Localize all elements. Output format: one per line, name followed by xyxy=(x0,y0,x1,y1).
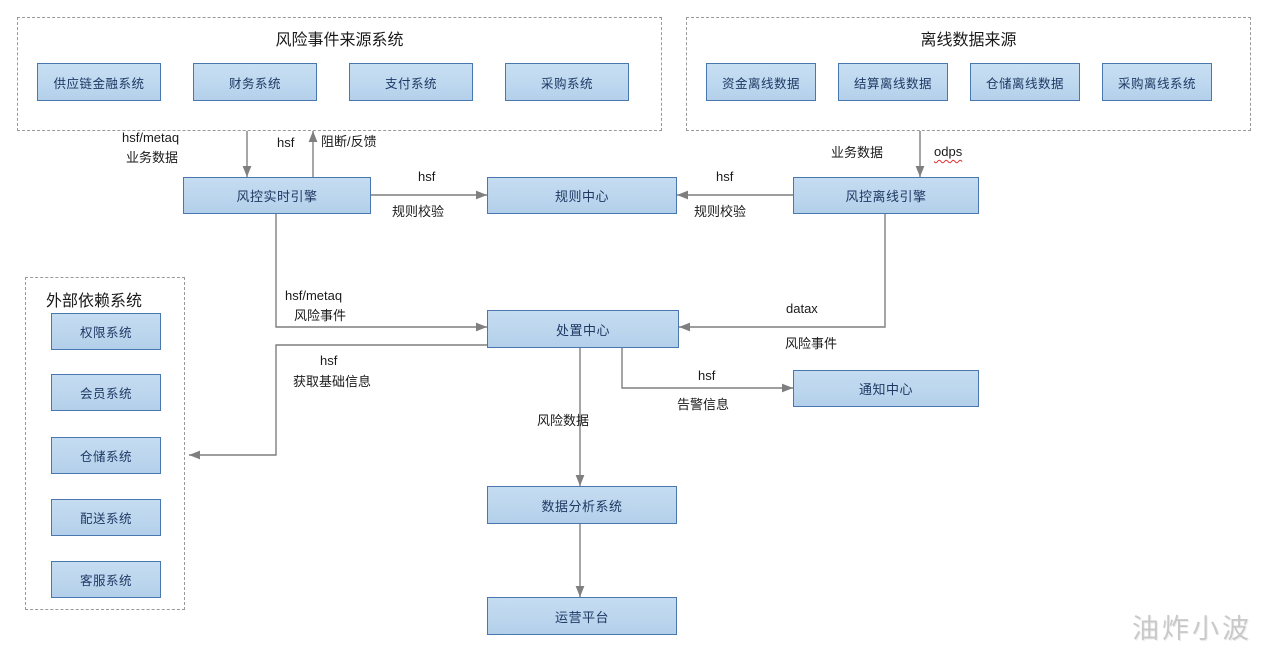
edge-offline-to-disposal xyxy=(679,214,886,332)
edge-label-realtime-to-sources-action: 阻断/反馈 xyxy=(321,134,377,149)
node-procurement-system[interactable]: 采购系统 xyxy=(505,63,629,101)
node-notify-center[interactable]: 通知中心 xyxy=(793,370,979,407)
edge-label-disposal-to-dependency-action: 获取基础信息 xyxy=(293,374,372,389)
node-payment-system[interactable]: 支付系统 xyxy=(349,63,473,101)
edge-label-offline-to-disposal-payload: 风险事件 xyxy=(785,336,838,351)
node-ops-platform[interactable]: 运营平台 xyxy=(487,597,677,635)
node-realtime-engine[interactable]: 风控实时引擎 xyxy=(183,177,371,214)
edge-label-offline-to-rule-action: 规则校验 xyxy=(694,204,747,219)
edge-label-sources-to-realtime-payload: 业务数据 xyxy=(126,150,179,165)
edge-label-disposal-to-notify-protocol: hsf xyxy=(698,368,716,383)
node-warehouse-offline-data[interactable]: 仓储离线数据 xyxy=(970,63,1080,101)
edge-label-offline-sources-business-data: 业务数据 xyxy=(831,145,884,160)
edge-label-disposal-to-dependency-protocol: hsf xyxy=(320,353,338,368)
group-offline-data-sources: 离线数据来源 xyxy=(686,17,1251,131)
edge-label-sources-to-realtime-protocol: hsf/metaq xyxy=(122,130,180,145)
node-offline-engine[interactable]: 风控离线引擎 xyxy=(793,177,979,214)
group-external-dependency: 外部依赖系统 xyxy=(25,277,185,610)
node-settlement-offline-data[interactable]: 结算离线数据 xyxy=(838,63,948,101)
group-risk-event-sources: 风险事件来源系统 xyxy=(17,17,662,131)
node-customer-service-system[interactable]: 客服系统 xyxy=(51,561,161,598)
node-disposal-center[interactable]: 处置中心 xyxy=(487,310,679,348)
edge-label-disposal-to-analysis: 风险数据 xyxy=(537,413,590,428)
edge-label-realtime-to-sources-protocol: hsf xyxy=(277,135,295,150)
node-permission-system[interactable]: 权限系统 xyxy=(51,313,161,350)
edge-label-realtime-to-rule-protocol: hsf xyxy=(418,169,436,184)
edge-label-realtime-to-disposal-protocol: hsf/metaq xyxy=(285,288,343,303)
group-title-offline-data-sources: 离线数据来源 xyxy=(920,32,1017,49)
edge-label-offline-to-rule-protocol: hsf xyxy=(716,169,734,184)
node-finance-system[interactable]: 财务系统 xyxy=(193,63,317,101)
watermark: 油炸小波 xyxy=(1132,614,1252,644)
group-title-risk-event-sources: 风险事件来源系统 xyxy=(275,32,404,49)
edge-label-realtime-to-rule-action: 规则校验 xyxy=(392,204,445,219)
edge-label-realtime-to-disposal-payload: 风险事件 xyxy=(294,308,347,323)
node-member-system[interactable]: 会员系统 xyxy=(51,374,161,411)
edge-disposal-to-dependency xyxy=(189,344,487,460)
node-delivery-system[interactable]: 配送系统 xyxy=(51,499,161,536)
node-rule-center[interactable]: 规则中心 xyxy=(487,177,677,214)
node-funds-offline-data[interactable]: 资金离线数据 xyxy=(706,63,816,101)
node-warehouse-system[interactable]: 仓储系统 xyxy=(51,437,161,474)
edge-label-offline-to-disposal-protocol: datax xyxy=(786,301,818,316)
node-procurement-offline-system[interactable]: 采购离线系统 xyxy=(1102,63,1212,101)
edge-label-offline-sources-odps: odps xyxy=(934,144,963,159)
edge-label-disposal-to-notify-payload: 告警信息 xyxy=(677,397,730,412)
node-data-analysis-system[interactable]: 数据分析系统 xyxy=(487,486,677,524)
group-title-external-dependency: 外部依赖系统 xyxy=(46,293,143,310)
node-supply-chain-finance-system[interactable]: 供应链金融系统 xyxy=(37,63,161,101)
